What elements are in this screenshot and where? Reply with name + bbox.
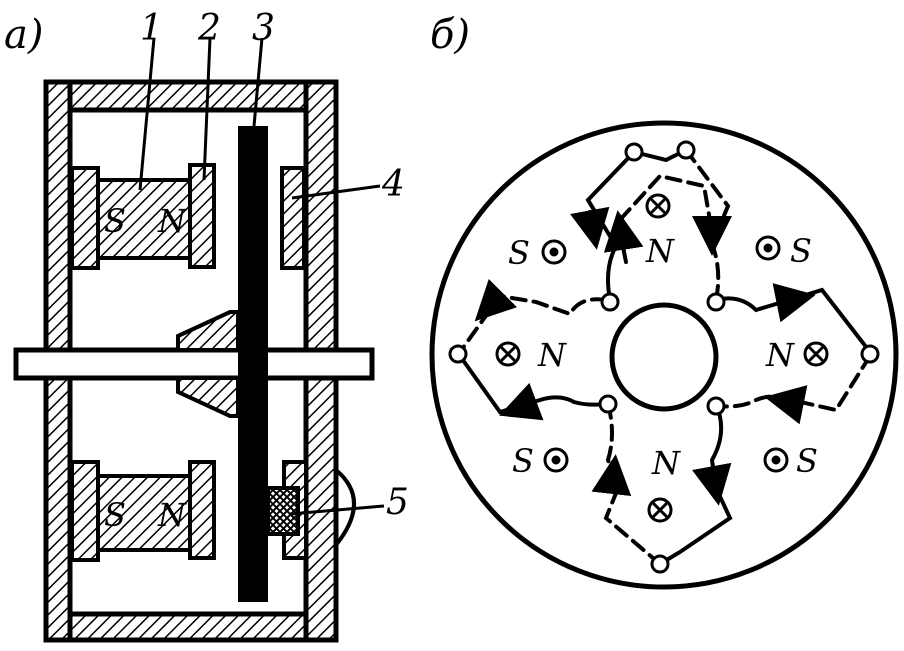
circle-dot-icon (755, 235, 781, 261)
pole-s-bottom-right: S (796, 442, 818, 480)
circle-dot-icon (543, 447, 569, 473)
terminal-icon (598, 394, 618, 414)
conductors-in (495, 193, 829, 523)
magnet-top-s-label: S (104, 202, 126, 240)
pole-s-top-right: S (790, 232, 812, 270)
terminal-icon (706, 396, 726, 416)
pole-s-bottom-left: S (512, 442, 534, 480)
callout-4: 4 (381, 164, 405, 205)
pole-n-bottom: N (651, 444, 681, 482)
terminal-icon (860, 344, 880, 364)
callout-leaders (138, 37, 385, 516)
magnet-top-n-label: N (157, 202, 187, 240)
magnet-bottom (70, 460, 308, 562)
hub (176, 310, 240, 418)
terminal-icon (600, 292, 620, 312)
shaft (13, 347, 375, 381)
terminal-icon (624, 142, 644, 162)
circle-dot-icon (541, 239, 567, 265)
bearing-bump (334, 468, 356, 547)
figure-b-label: б) (430, 12, 470, 58)
magnet-top (70, 163, 306, 270)
shaft-hole (609, 302, 719, 412)
figure-a: а) 1 2 3 4 5 S N S N (4, 8, 409, 643)
circle-dot-icon (763, 447, 789, 473)
disk (238, 126, 268, 602)
circle-cross-icon (803, 341, 829, 367)
stator-outline (429, 120, 899, 590)
figure-b: б) (429, 12, 899, 590)
pole-n-right: N (765, 336, 795, 374)
terminal-icon (448, 344, 468, 364)
magnet-bottom-s-label: S (104, 496, 126, 534)
figure-a-label: а) (4, 12, 43, 58)
circle-cross-icon (647, 497, 673, 523)
pole-n-top: N (645, 232, 675, 270)
pole-n-left: N (537, 336, 567, 374)
callout-1: 1 (140, 8, 163, 49)
circle-cross-icon (495, 341, 521, 367)
terminals (448, 140, 880, 574)
terminal-icon (676, 140, 696, 160)
conductors-out (541, 235, 789, 473)
magnet-bottom-n-label: N (157, 496, 187, 534)
pole-s-top-left: S (508, 234, 530, 272)
terminal-icon (650, 554, 670, 574)
callout-2: 2 (197, 8, 221, 49)
callout-5: 5 (386, 482, 409, 523)
terminal-icon (706, 292, 726, 312)
circle-cross-icon (645, 193, 671, 219)
callout-3: 3 (252, 8, 275, 49)
